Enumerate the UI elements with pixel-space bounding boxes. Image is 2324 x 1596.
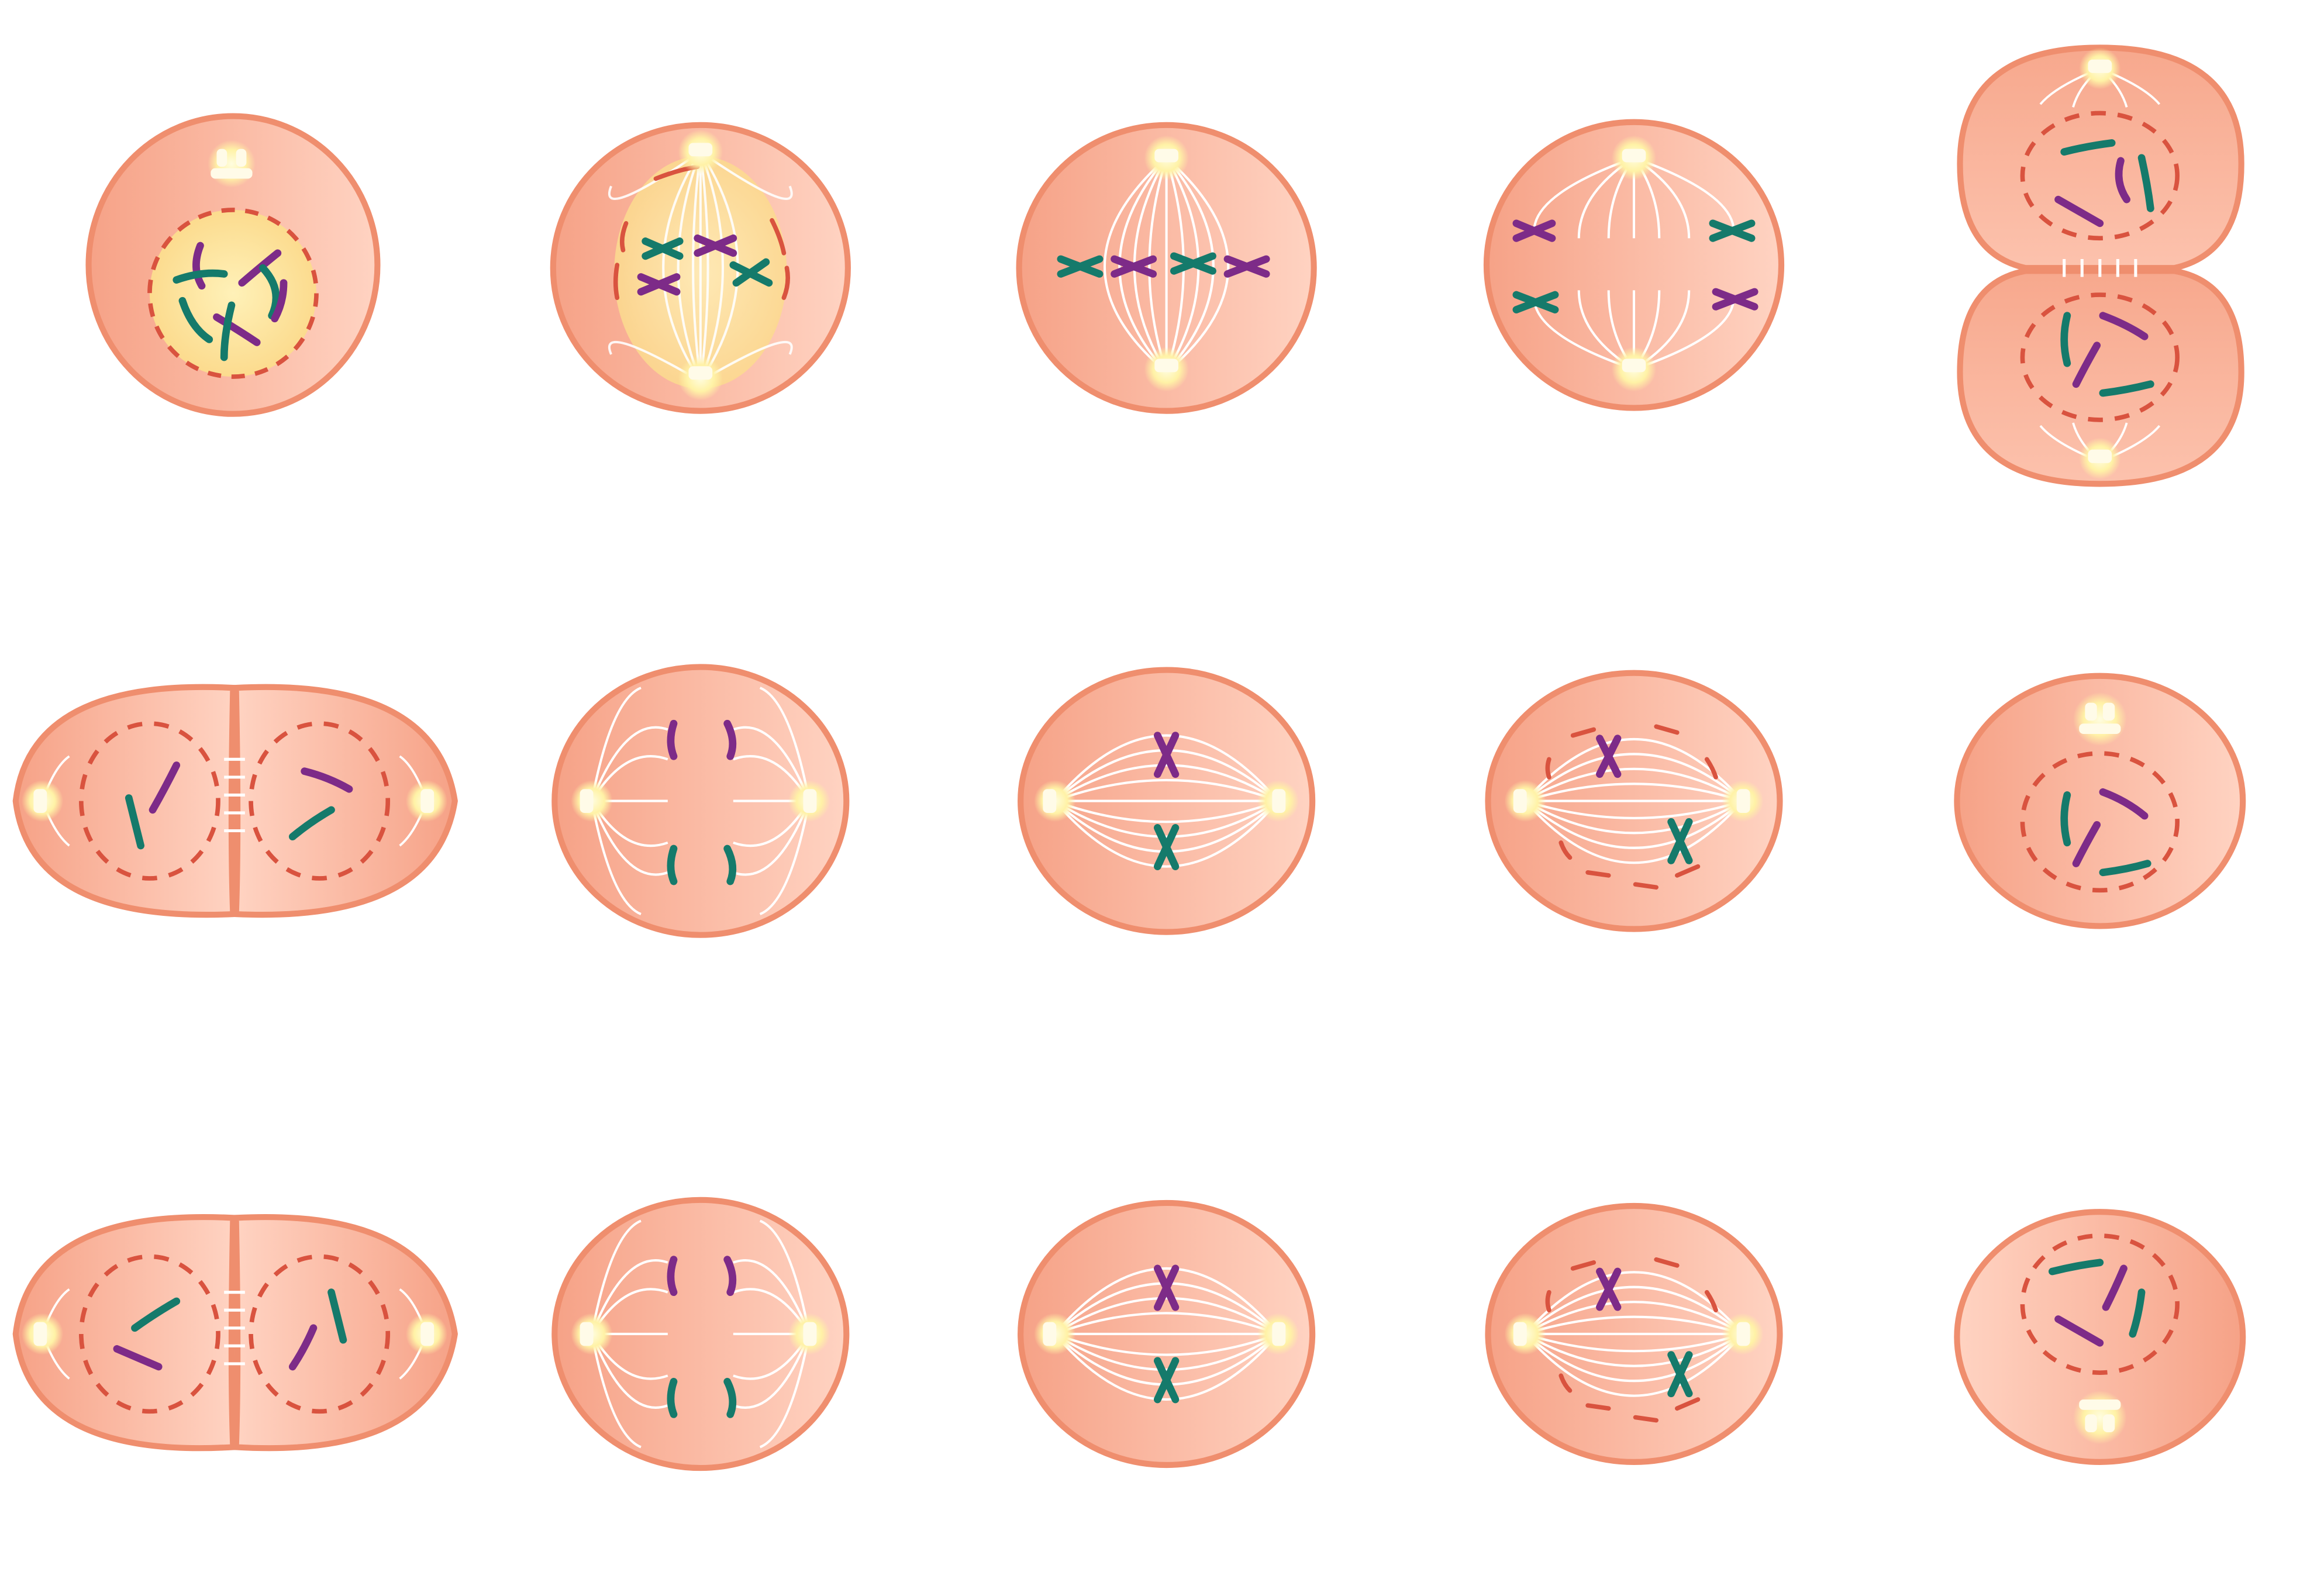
centrosome-icon (2079, 47, 2121, 89)
cell-row2-col4 (1485, 670, 1783, 932)
cell-membrane (12, 684, 236, 918)
chromosome-icon (2060, 788, 2151, 877)
centrosome-icon (2073, 692, 2127, 746)
nucleus-icon (249, 721, 391, 881)
centrosome-icon (1034, 1313, 1076, 1355)
centrosome-icon (21, 1313, 64, 1355)
cell-row2-col1 (12, 684, 458, 918)
chromosome-icon (2048, 1259, 2146, 1347)
centrosome-icon (678, 356, 723, 401)
cell-row1-col1 (85, 113, 381, 417)
cell-row1-col4 (1483, 119, 1785, 411)
cell-membrane (12, 1214, 236, 1452)
spindle-fiber-icon (608, 150, 793, 382)
nucleus-icon (2020, 111, 2180, 241)
nucleus-icon (78, 1254, 220, 1414)
centrosome-icon (208, 140, 256, 188)
chromosome-icon (1057, 252, 1270, 278)
midbody (224, 757, 245, 833)
centrosome-icon (788, 780, 830, 822)
spindle-fiber-icon (1524, 1271, 1744, 1397)
nucleus-icon (249, 1254, 391, 1414)
cell-row2-col5 (1954, 673, 2246, 929)
centrosome-icon (1257, 1313, 1299, 1355)
nucleus-icon (78, 721, 220, 881)
nuclear-envelope-fragments (1545, 724, 1718, 890)
cell-membrane (233, 1214, 458, 1452)
cell-row3-col2 (551, 1197, 850, 1471)
centrosome-icon (571, 780, 613, 822)
centrosome-icon (788, 1313, 830, 1355)
cell-membrane (1954, 1209, 2246, 1465)
centrosome-icon (1611, 135, 1657, 181)
centrosome-icon (1034, 780, 1076, 822)
centrosome-icon (1257, 780, 1299, 822)
spindle-fiber-icon (1054, 734, 1280, 868)
centrosome-icon (1504, 780, 1546, 822)
cell-membrane (1957, 44, 2244, 271)
chromosome-icon (667, 1256, 737, 1418)
cell-row1-col2 (550, 122, 851, 414)
centrosome-icon (1611, 347, 1657, 392)
cell-membrane (551, 664, 850, 938)
centrosome-icon (571, 1313, 613, 1355)
centrosome-icon (1722, 780, 1764, 822)
centrosome-icon (21, 780, 64, 822)
cell-row3-col1 (12, 1214, 458, 1452)
cell-row3-col3 (1018, 1199, 1316, 1469)
nucleus-icon (147, 208, 319, 379)
chromosome-icon (1512, 219, 1758, 313)
cell-row1-col5 (1957, 44, 2244, 487)
centrosome-icon (2073, 1390, 2127, 1445)
cell-row3-col5 (1954, 1209, 2246, 1465)
cell-row1-col3 (1016, 122, 1317, 414)
nucleus-icon (2020, 292, 2180, 422)
chromosome-icon (125, 761, 353, 850)
centrosome-icon (405, 780, 448, 822)
chromosome-icon (113, 1288, 347, 1371)
centrosome-icon (405, 1313, 448, 1355)
chromosome-icon (2054, 139, 2154, 397)
chromosome-icon (1153, 732, 1180, 870)
cell-row2-col3 (1018, 667, 1316, 935)
centrosome-icon (678, 129, 723, 174)
chromosome-icon (637, 234, 773, 296)
nuclear-envelope-fragments (1545, 1257, 1718, 1423)
cell-membrane (551, 1197, 850, 1471)
chromosome-icon (1596, 1267, 1693, 1398)
nucleus-icon (2020, 1233, 2180, 1375)
chromosome-icon (667, 719, 737, 885)
chromosome-icon (1596, 735, 1693, 864)
centrosome-icon (1722, 1313, 1764, 1355)
nucleus-icon (2020, 751, 2180, 893)
centrosome-icon (1144, 135, 1189, 181)
chromosome-icon (173, 242, 288, 361)
cell-row2-col2 (551, 664, 850, 938)
cell-membrane (1957, 268, 2244, 487)
spindle-fiber-icon (1104, 157, 1230, 373)
cell-membrane (233, 684, 458, 918)
nuclear-envelope-fragments (613, 164, 790, 300)
centrosome-icon (1144, 347, 1189, 392)
midbody (224, 1291, 245, 1366)
centrosome-icon (1504, 1313, 1546, 1355)
chromosome-icon (1153, 1264, 1180, 1404)
centrosome-icon (2079, 437, 2121, 480)
midbody (2063, 258, 2137, 277)
cell-membrane (1954, 673, 2246, 929)
cell-row3-col4 (1485, 1202, 1783, 1465)
